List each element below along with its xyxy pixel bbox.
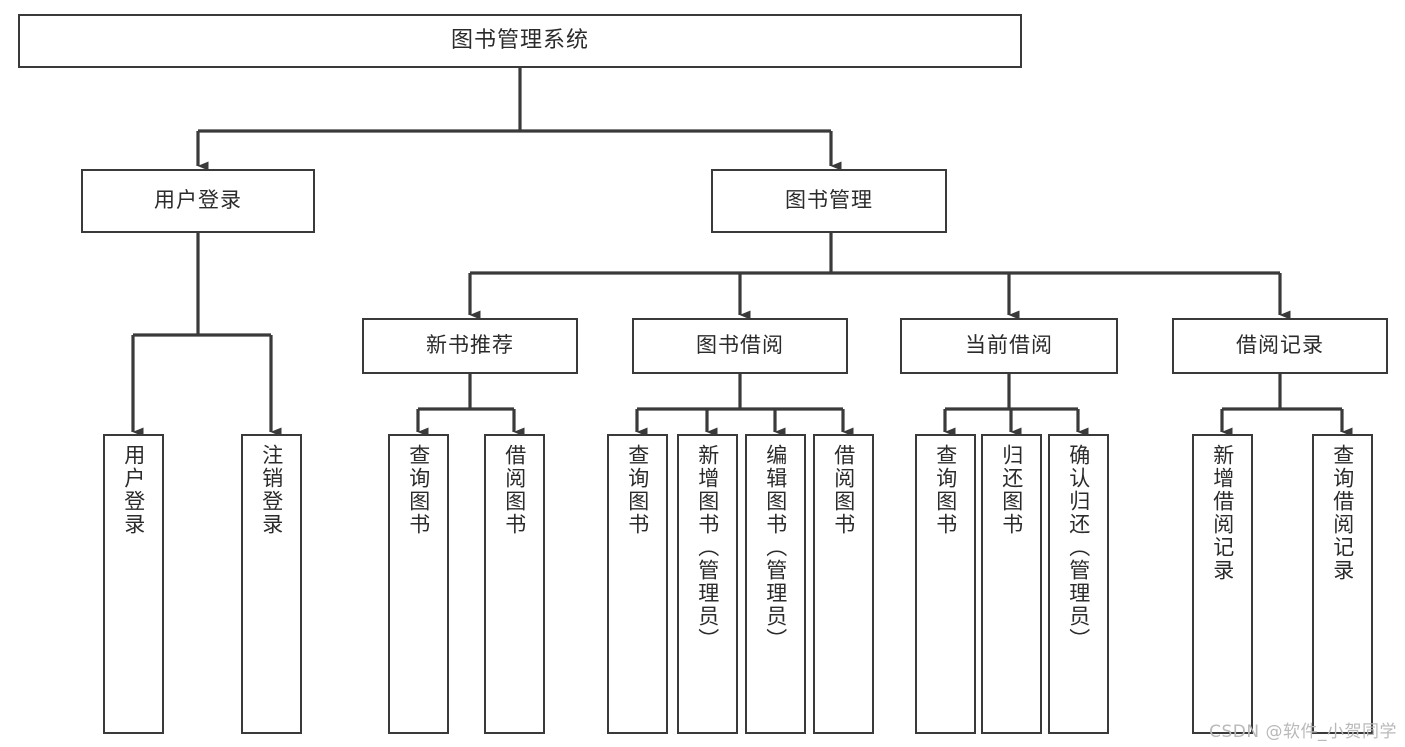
node-label: 新增图书（管理员） [695,444,720,651]
node-label: 图书管理 [785,188,873,213]
node-label: 查询图书 [933,444,958,536]
node-label: 编辑图书（管理员） [763,444,788,651]
node-label: 借阅图书 [502,444,527,536]
node-book-borrow[interactable]: 图书借阅 [632,318,848,374]
leaf-add-book-admin[interactable]: 新增图书（管理员） [677,434,738,734]
leaf-query-book-current[interactable]: 查询图书 [915,434,976,734]
node-new-book-recommend[interactable]: 新书推荐 [362,318,578,374]
leaf-return-book[interactable]: 归还图书 [981,434,1042,734]
node-label: 新增借阅记录 [1210,444,1235,582]
node-borrow-record[interactable]: 借阅记录 [1172,318,1388,374]
node-root-library-management-system[interactable]: 图书管理系统 [18,14,1022,68]
leaf-query-book-recommend[interactable]: 查询图书 [388,434,449,734]
leaf-add-borrow-record[interactable]: 新增借阅记录 [1192,434,1253,734]
leaf-confirm-return-admin[interactable]: 确认归还（管理员） [1048,434,1109,734]
node-label: 归还图书 [999,444,1024,536]
node-label: 查询图书 [625,444,650,536]
leaf-user-login[interactable]: 用户登录 [103,434,164,734]
leaf-borrow-book[interactable]: 借阅图书 [813,434,874,734]
leaf-borrow-book-recommend[interactable]: 借阅图书 [484,434,545,734]
node-label: 查询借阅记录 [1330,444,1355,582]
leaf-query-book-borrow[interactable]: 查询图书 [607,434,668,734]
node-label: 新书推荐 [426,333,514,358]
node-label: 图书借阅 [696,333,784,358]
node-label: 图书管理系统 [450,27,589,53]
node-label: 确认归还（管理员） [1066,444,1091,651]
node-label: 当前借阅 [965,333,1053,358]
node-label: 借阅记录 [1236,333,1324,358]
leaf-logout-login[interactable]: 注销登录 [241,434,302,734]
node-label: 用户登录 [121,444,146,536]
node-user-login[interactable]: 用户登录 [81,169,315,233]
leaf-query-borrow-record[interactable]: 查询借阅记录 [1312,434,1373,734]
node-current-borrow[interactable]: 当前借阅 [900,318,1118,374]
node-book-management[interactable]: 图书管理 [711,169,947,233]
node-label: 注销登录 [259,444,284,536]
leaf-edit-book-admin[interactable]: 编辑图书（管理员） [745,434,806,734]
node-label: 借阅图书 [831,444,856,536]
node-label: 查询图书 [406,444,431,536]
node-label: 用户登录 [154,188,242,213]
